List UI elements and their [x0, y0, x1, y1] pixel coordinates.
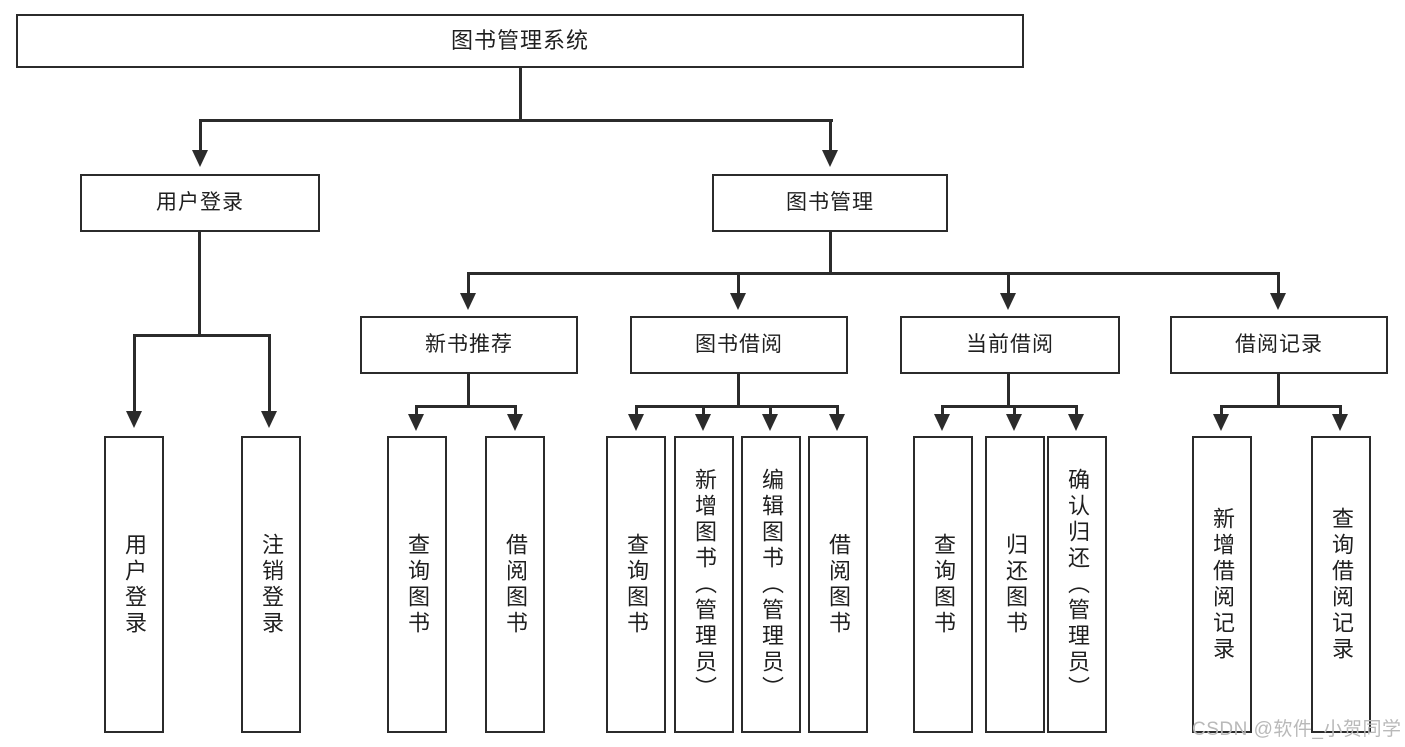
arrow-user-login-to-leaf-2 [261, 411, 277, 428]
node-label: 当前借阅 [966, 332, 1054, 356]
arrow-book-mgmt-to-new-book [460, 293, 476, 310]
node-current-borrow[interactable]: 当前借阅 [900, 316, 1120, 374]
edge-book-mgmt-to-new-book [467, 272, 470, 295]
edge-new-book-to-leaf-2 [514, 405, 517, 417]
edge-user-login-stem [198, 232, 201, 336]
leaf-newbook-query-book[interactable]: 查询图书 [387, 436, 447, 733]
leaf-user-login[interactable]: 用户登录 [104, 436, 164, 733]
edge-current-borrow-to-leaf-1 [941, 405, 944, 417]
edge-book-borrow-bus [635, 405, 838, 408]
node-root-system[interactable]: 图书管理系统 [16, 14, 1024, 68]
arrow-book-borrow-to-leaf-4 [829, 414, 845, 431]
node-label: 编辑图书（管理员） [759, 467, 784, 702]
arrow-current-borrow-to-leaf-3 [1068, 414, 1084, 431]
edge-book-mgmt-stem [829, 232, 832, 274]
arrow-borrow-record-to-leaf-2 [1332, 414, 1348, 431]
node-label: 图书借阅 [695, 332, 783, 356]
arrow-current-borrow-to-leaf-2 [1006, 414, 1022, 431]
edge-current-borrow-to-leaf-2 [1013, 405, 1016, 417]
leaf-borrow-query-book[interactable]: 查询图书 [606, 436, 666, 733]
arrow-book-mgmt-to-current-borrow [1000, 293, 1016, 310]
edge-user-login-bus [133, 334, 270, 337]
edge-user-login-to-leaf-1 [133, 334, 136, 414]
leaf-newbook-borrow-book[interactable]: 借阅图书 [485, 436, 545, 733]
node-label: 用户登录 [122, 532, 147, 637]
edge-root-to-user-login [199, 119, 202, 153]
arrow-book-borrow-to-leaf-3 [762, 414, 778, 431]
edge-book-mgmt-to-borrow-record [1277, 272, 1280, 295]
arrow-book-borrow-to-leaf-1 [628, 414, 644, 431]
node-label: 确认归还（管理员） [1065, 467, 1090, 702]
edge-book-borrow-to-leaf-3 [769, 405, 772, 417]
arrow-root-to-user-login [192, 150, 208, 167]
leaf-borrow-edit-book-admin[interactable]: 编辑图书（管理员） [741, 436, 801, 733]
node-book-borrow[interactable]: 图书借阅 [630, 316, 848, 374]
leaf-current-return-book[interactable]: 归还图书 [985, 436, 1045, 733]
node-book-management[interactable]: 图书管理 [712, 174, 948, 232]
edge-new-book-stem [467, 374, 470, 407]
edge-current-borrow-stem [1007, 374, 1010, 407]
edge-borrow-record-to-leaf-1 [1220, 405, 1223, 417]
edge-root-to-book-mgmt [829, 119, 832, 153]
node-label: 查询图书 [405, 532, 430, 637]
node-label: 新增图书（管理员） [692, 467, 717, 702]
leaf-logout[interactable]: 注销登录 [241, 436, 301, 733]
edge-borrow-record-to-leaf-2 [1339, 405, 1342, 417]
node-new-book-recommend[interactable]: 新书推荐 [360, 316, 578, 374]
edge-user-login-to-leaf-2 [268, 334, 271, 414]
arrow-root-to-book-mgmt [822, 150, 838, 167]
edge-root-bus [199, 119, 833, 122]
edge-current-borrow-to-leaf-3 [1075, 405, 1078, 417]
edge-book-mgmt-to-book-borrow [737, 272, 740, 295]
arrow-book-mgmt-to-book-borrow [730, 293, 746, 310]
arrow-borrow-record-to-leaf-1 [1213, 414, 1229, 431]
leaf-current-confirm-return-admin[interactable]: 确认归还（管理员） [1047, 436, 1107, 733]
node-label: 借阅图书 [826, 532, 851, 637]
edge-book-mgmt-bus [467, 272, 1279, 275]
edge-borrow-record-stem [1277, 374, 1280, 407]
leaf-record-add-record[interactable]: 新增借阅记录 [1192, 436, 1252, 733]
edge-new-book-to-leaf-1 [415, 405, 418, 417]
node-label: 查询图书 [931, 532, 956, 637]
arrow-new-book-to-leaf-2 [507, 414, 523, 431]
arrow-new-book-to-leaf-1 [408, 414, 424, 431]
edge-book-borrow-to-leaf-2 [702, 405, 705, 417]
arrow-current-borrow-to-leaf-1 [934, 414, 950, 431]
node-label: 新增借阅记录 [1210, 506, 1235, 663]
node-label: 借阅记录 [1235, 332, 1323, 356]
node-label: 用户登录 [156, 190, 244, 214]
node-label: 图书管理 [786, 190, 874, 214]
leaf-current-query-book[interactable]: 查询图书 [913, 436, 973, 733]
arrow-book-mgmt-to-borrow-record [1270, 293, 1286, 310]
edge-book-borrow-to-leaf-1 [635, 405, 638, 417]
node-user-login[interactable]: 用户登录 [80, 174, 320, 232]
node-borrow-record[interactable]: 借阅记录 [1170, 316, 1388, 374]
edge-book-borrow-to-leaf-4 [836, 405, 839, 417]
edge-root-stem [519, 68, 522, 121]
leaf-borrow-add-book-admin[interactable]: 新增图书（管理员） [674, 436, 734, 733]
leaf-record-query-record[interactable]: 查询借阅记录 [1311, 436, 1371, 733]
arrow-book-borrow-to-leaf-2 [695, 414, 711, 431]
edge-book-borrow-stem [737, 374, 740, 407]
node-label: 查询借阅记录 [1329, 506, 1354, 663]
edge-new-book-bus [415, 405, 517, 408]
node-label: 查询图书 [624, 532, 649, 637]
edge-borrow-record-bus [1220, 405, 1342, 408]
edge-current-borrow-bus [941, 405, 1077, 408]
node-label: 归还图书 [1003, 532, 1028, 637]
node-label: 注销登录 [259, 532, 284, 637]
node-label: 新书推荐 [425, 332, 513, 356]
node-label: 图书管理系统 [450, 28, 589, 54]
node-label: 借阅图书 [503, 532, 528, 637]
arrow-user-login-to-leaf-1 [126, 411, 142, 428]
edge-book-mgmt-to-current-borrow [1007, 272, 1010, 295]
leaf-borrow-borrow-book[interactable]: 借阅图书 [808, 436, 868, 733]
